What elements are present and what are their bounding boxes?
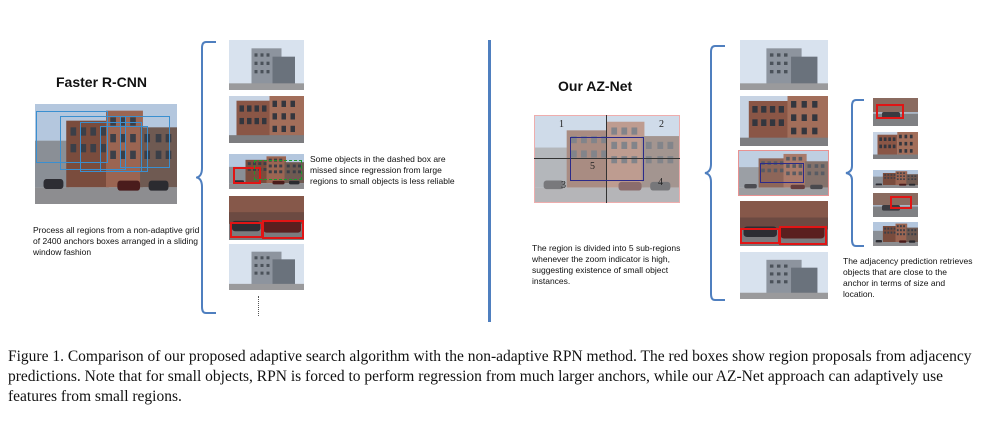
missed-objects-dashed-box xyxy=(254,160,302,180)
grid-overlay xyxy=(534,115,680,203)
grid-label-3: 3 xyxy=(561,180,566,191)
more-thumbnails-ellipsis xyxy=(258,296,259,316)
left-thumbnail-5 xyxy=(229,244,304,290)
right-thumbnail-2 xyxy=(740,96,828,146)
proposal-box xyxy=(262,220,304,239)
anchor-box xyxy=(60,116,126,170)
grid-label-1: 1 xyxy=(559,119,564,130)
right-panel-title: Our AZ-Net xyxy=(558,78,633,94)
proposal-box xyxy=(233,167,261,184)
grid-label-2: 2 xyxy=(659,119,664,130)
adjacency-note: The adjacency prediction retrieves objec… xyxy=(843,256,973,299)
right-description: The region is divided into 5 sub-regions… xyxy=(532,243,681,286)
grid-horizontal-line xyxy=(534,158,680,159)
grid-vertical-line xyxy=(606,115,607,203)
right-thumbnail-5 xyxy=(740,252,828,299)
left-thumbnail-2 xyxy=(229,96,304,143)
grid-label-5: 5 xyxy=(590,161,595,172)
left-brace xyxy=(196,41,216,314)
left-thumbnail-1 xyxy=(229,40,304,90)
proposal-box xyxy=(779,226,827,245)
left-description: Process all regions from a non-adaptive … xyxy=(33,225,200,257)
adjacency-thumbnail-3 xyxy=(873,170,918,188)
panel-divider xyxy=(488,40,491,322)
proposal-box xyxy=(876,104,904,119)
missed-objects-note: Some objects in the dashed box are misse… xyxy=(310,154,455,186)
center-subregion-box xyxy=(570,137,644,181)
right-thumbnail-3 xyxy=(738,150,829,196)
right-brace-1 xyxy=(704,45,725,301)
right-thumbnail-1 xyxy=(740,40,828,90)
adjacency-thumbnail-2 xyxy=(873,132,918,159)
right-brace-2 xyxy=(845,99,864,247)
anchor-box xyxy=(100,126,148,172)
anchor-box xyxy=(120,116,170,168)
adjacency-thumbnail-5 xyxy=(873,222,918,246)
subregion-box xyxy=(760,163,804,183)
left-panel-title: Faster R-CNN xyxy=(56,74,148,90)
proposal-box xyxy=(230,222,263,238)
proposal-box xyxy=(890,196,912,209)
figure-caption: Figure 1. Comparison of our proposed ada… xyxy=(8,348,972,405)
anchor-box xyxy=(36,111,108,163)
proposal-box xyxy=(740,228,780,244)
right-main-image xyxy=(534,115,680,203)
grid-label-4: 4 xyxy=(658,177,663,188)
